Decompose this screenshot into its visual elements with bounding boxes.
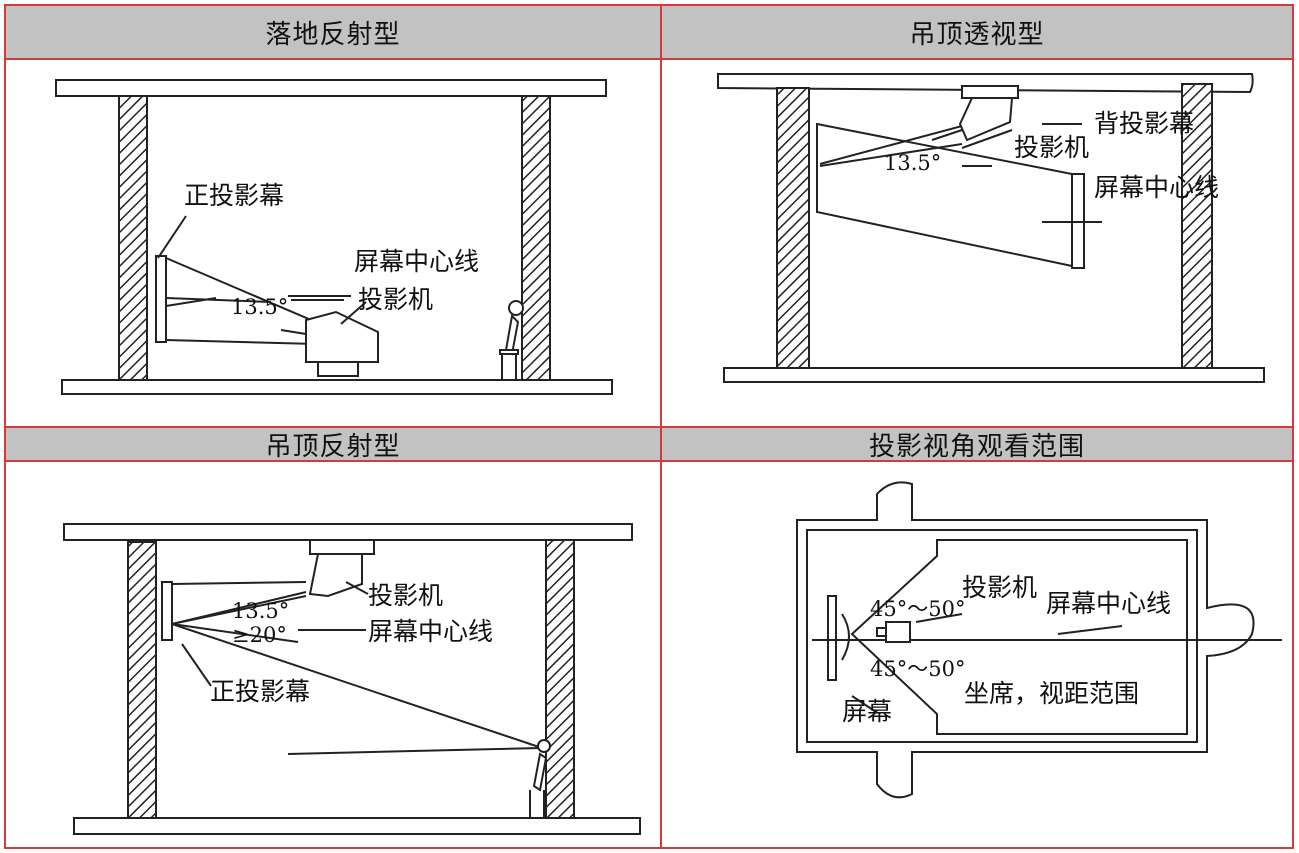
panel-title-text: 投影视角观看范围 (868, 431, 1085, 462)
leader-screen (157, 215, 187, 259)
eye-line (287, 747, 543, 755)
lens-line (931, 129, 963, 141)
screen (827, 595, 837, 681)
panel-title-text: 落地反射型 (265, 19, 401, 50)
ray-top (819, 125, 963, 165)
ray-top (171, 581, 307, 585)
floor-slab (61, 379, 613, 395)
lens-ray (280, 329, 307, 335)
label-screen: 屏幕 (842, 697, 892, 726)
right-wall (545, 539, 575, 819)
projector-body (308, 553, 363, 598)
label-center-line: 屏幕中心线 (1046, 589, 1171, 618)
leader-projector (961, 129, 1013, 149)
floor-slab (73, 817, 641, 835)
projector-lens (876, 627, 887, 637)
person-head (537, 739, 551, 753)
label-angle-2: ≥20° (232, 623, 287, 647)
center-ray (165, 297, 272, 303)
left-wall (776, 87, 810, 369)
right-wall (1181, 83, 1213, 369)
ceiling-slab (55, 79, 607, 97)
leader-screen (181, 643, 212, 687)
ceiling-slab (63, 523, 633, 541)
leader-center (1057, 625, 1123, 635)
diagram-floor-reflect: 正投影幕 屏幕中心线 13.5° 投影机 (55, 79, 613, 395)
leader-projector (345, 581, 369, 595)
chair-seat (499, 349, 519, 355)
left-wall (127, 541, 157, 819)
right-wall (521, 95, 551, 381)
diagram-ceiling-reflect: 投影机 13.5° ≥20° 屏幕中心线 正投影幕 (63, 523, 641, 835)
person-head (508, 300, 524, 316)
label-rear-screen: 背投影幕 (1094, 109, 1194, 138)
label-angle: 13.5° (231, 295, 288, 319)
leader-projector (915, 613, 963, 623)
label-screen: 正投影幕 (184, 181, 284, 210)
person-body (532, 752, 548, 792)
horizontal-divider (4, 426, 1294, 428)
person-body (504, 313, 520, 356)
label-angle-1: 13.5° (232, 599, 289, 623)
floor-slab (723, 367, 1265, 383)
label-angle: 13.5° (884, 151, 941, 175)
label-seating: 坐席，视距范围 (964, 679, 1139, 708)
left-wall (118, 95, 148, 381)
seating-area (850, 539, 1188, 735)
label-projector: 投影机 (1014, 133, 1089, 162)
leader-screen (851, 695, 877, 713)
label-projector: 投影机 (962, 573, 1037, 602)
projector-body (305, 310, 379, 363)
ray-mid (819, 143, 963, 167)
projector-stand (317, 361, 359, 377)
projector-mount (961, 85, 1019, 99)
panel-title-ceiling-reflect: 吊顶反射型 (6, 428, 660, 462)
angle-arc (841, 613, 850, 661)
panel-title-text: 吊顶透视型 (909, 19, 1045, 50)
projector-box (885, 621, 911, 643)
projector-body (958, 97, 1014, 142)
label-projector: 投影机 (368, 581, 443, 610)
ray-proj2 (171, 595, 307, 625)
angle-ray (165, 297, 217, 307)
label-center-line: 屏幕中心线 (1094, 173, 1219, 202)
diagram-ceiling-rear: 背投影幕 投影机 13.5° 屏幕中心线 (717, 73, 1265, 383)
diagram-view-range: 45°～50° 投影机 屏幕中心线 45°～50° 坐席，视距范围 屏幕 (796, 481, 1282, 799)
projector-mount (309, 539, 375, 555)
center-ray (171, 623, 299, 643)
panel-title-floor-reflect: 落地反射型 (6, 6, 660, 60)
panel-title-view-range: 投影视角观看范围 (662, 428, 1292, 462)
front-screen (161, 581, 173, 641)
label-angle-top: 45°～50° (870, 597, 965, 621)
label-center-line: 屏幕中心线 (368, 617, 493, 646)
leader-projector (340, 301, 367, 325)
room-inner (806, 529, 1198, 743)
front-screen (155, 255, 167, 343)
view-ray (171, 623, 543, 749)
ceiling-slab (717, 73, 1254, 94)
label-screen: 正投影幕 (210, 677, 310, 706)
label-center-line: 屏幕中心线 (354, 247, 479, 276)
panel-title-text: 吊顶反射型 (265, 431, 401, 462)
label-projector: 投影机 (358, 285, 433, 314)
label-angle-bottom: 45°～50° (870, 657, 965, 681)
panel-title-ceiling-rear: 吊顶透视型 (662, 6, 1292, 60)
